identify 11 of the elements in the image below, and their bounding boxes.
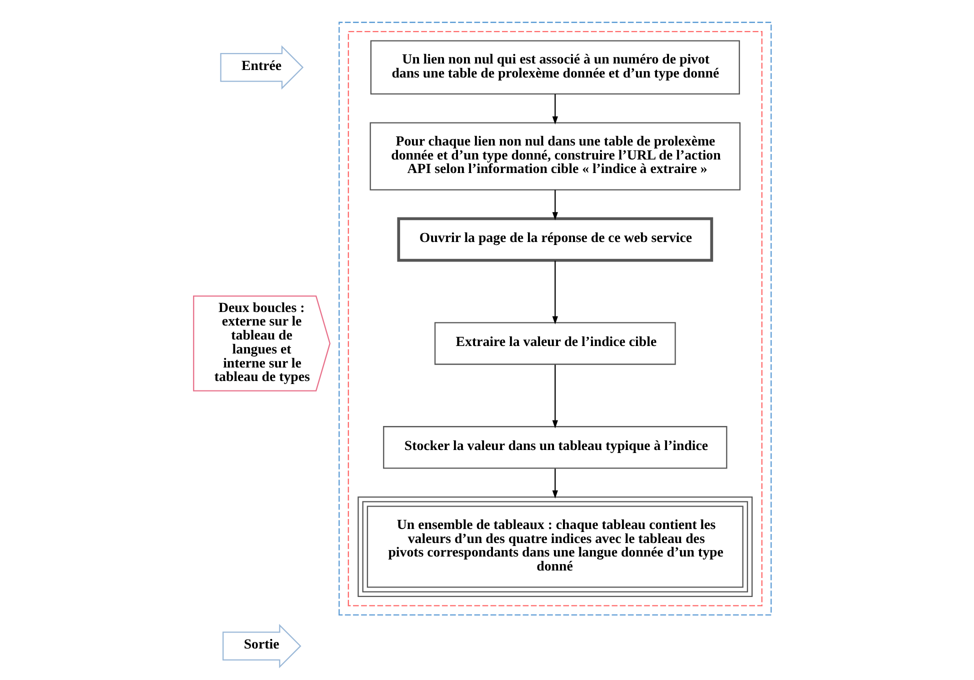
node-box: Un lien non nul qui est associé à un numéro de pivot dans une table de prolexème donnée et d’un type donné [370,40,740,95]
node-box: Stocker la valeur dans un tableau typique à l’indice [383,426,728,469]
arrow [552,364,558,428]
node-box: Extraire la valeur de l’indice cible [434,322,676,365]
node-box: Ouvrir la page de la réponse de ce web service [397,217,714,262]
node-box: Pour chaque lien non nul dans une table de prolexème donnée et d’un type donné, construire l’URL de l’action API selon l’information cible « l’indice à extraire » [370,122,741,190]
arrow [552,260,558,324]
node-box: Un ensemble de tableaux : chaque tableau contient les valeurs d’un des quatre indices avec le tableau des pivots correspondants dans une langue donnée d’un type donné [358,496,753,597]
arrow [552,94,558,125]
arrow [552,190,558,220]
arrow [552,468,558,498]
